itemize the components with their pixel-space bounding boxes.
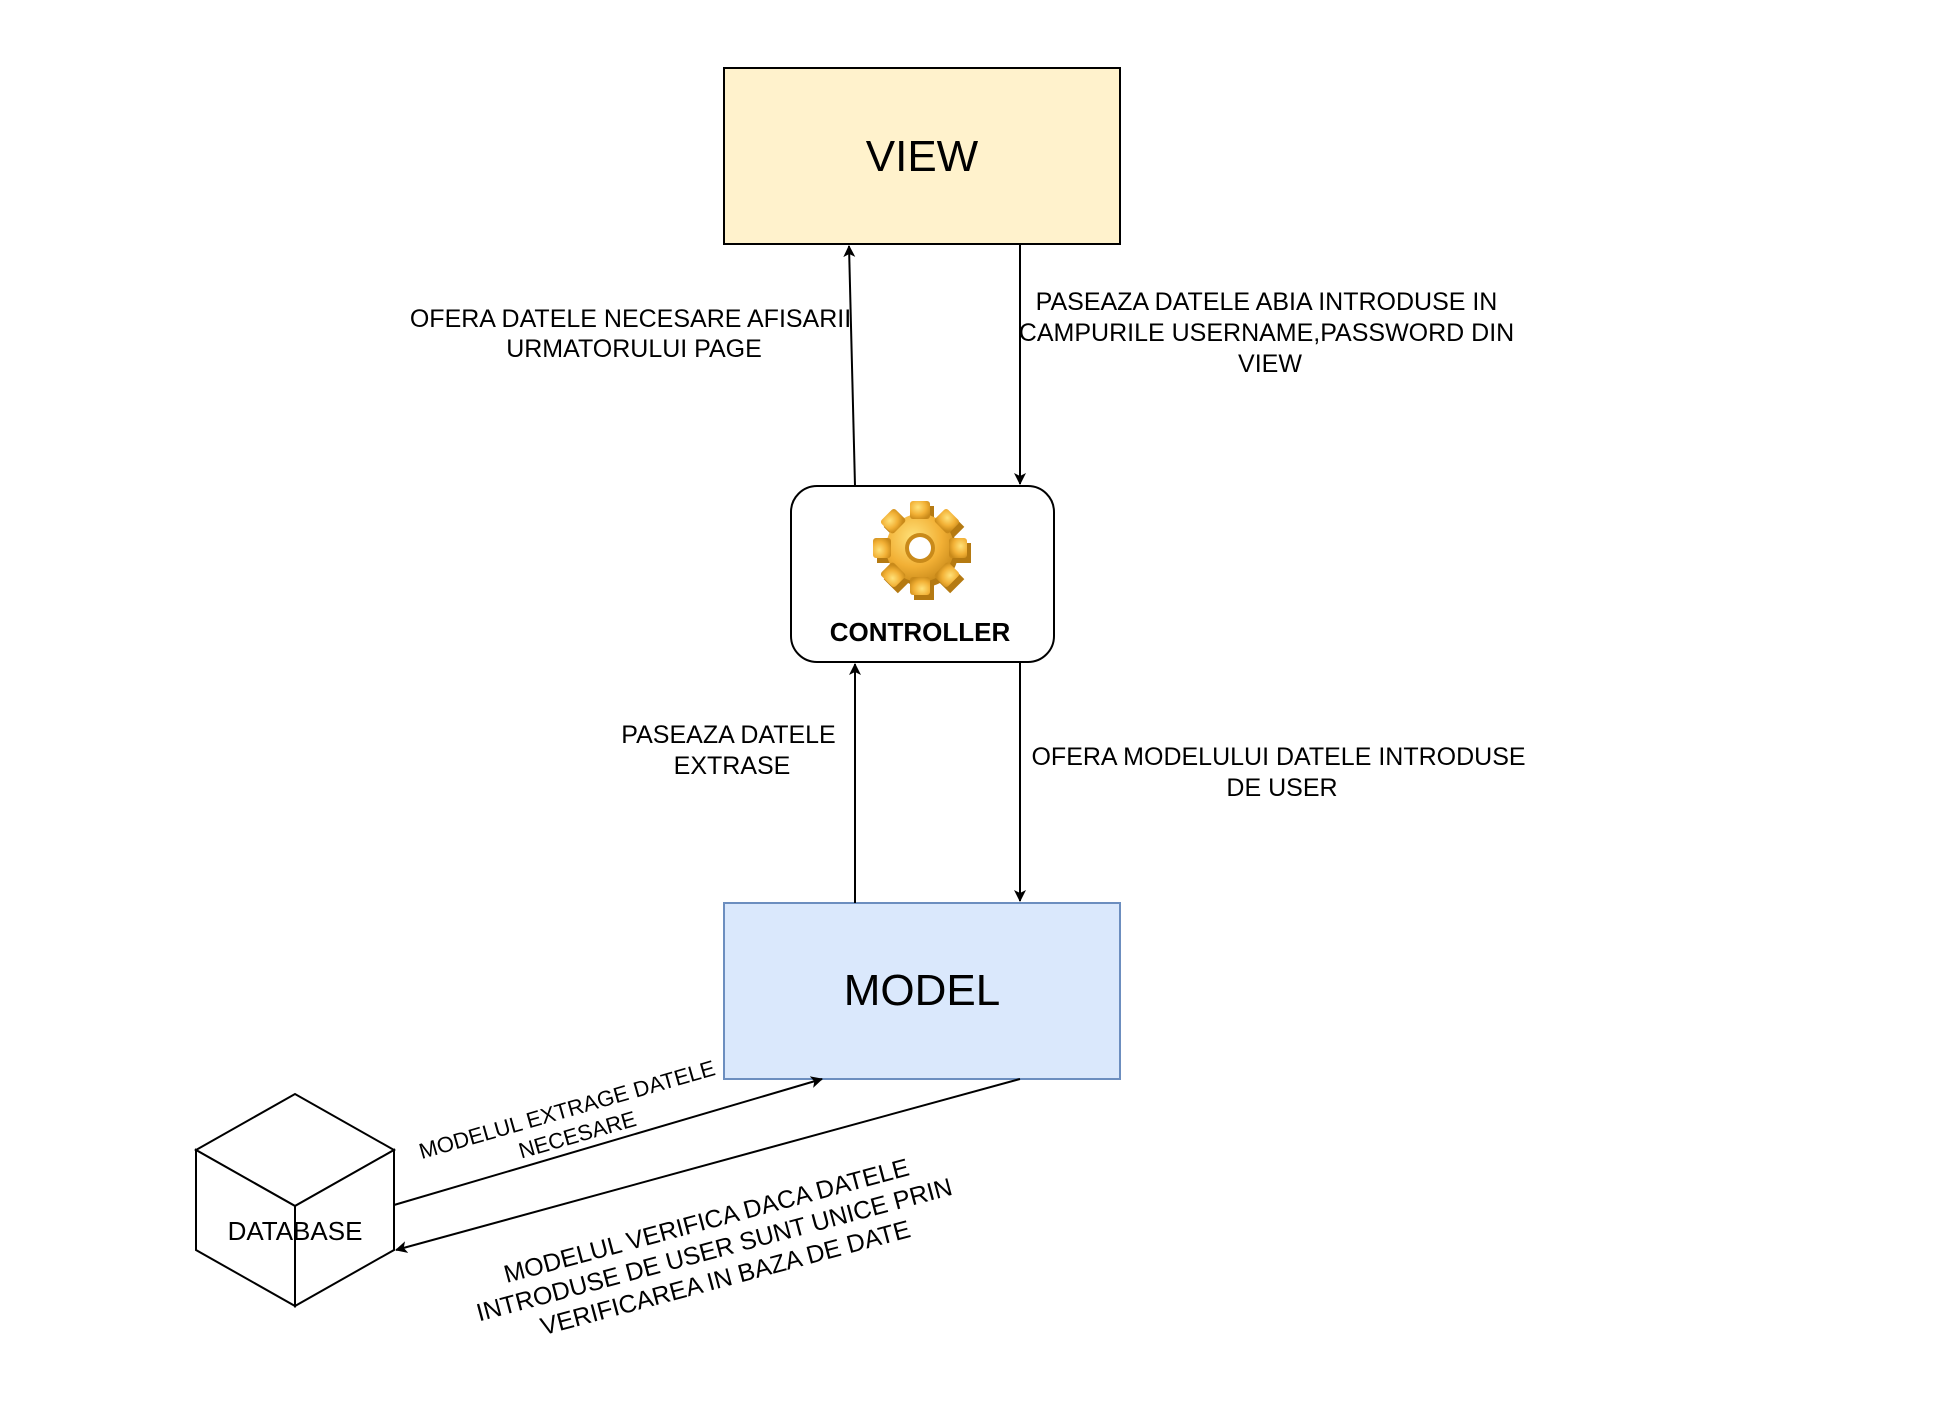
view-box [723,67,1121,245]
edge-label-database-to-model: MODELUL EXTRAGE DATELE NECESARE [416,1054,731,1190]
edge-label-model-to-database: MODELUL VERIFICA DACA DATELE INTRODUSE D… [466,1142,970,1356]
model-box [723,902,1121,1080]
database-label: DATABASE [228,1216,363,1246]
edge-label-controller-to-model: OFERA MODELULUI DATELE INTRODUSE DE USER [1031,743,1532,802]
edge-controller-to-model[interactable]: OFERA MODELULUI DATELE INTRODUSE DE USER [1014,662,1533,902]
database-node[interactable]: DATABASE [193,1092,397,1308]
edge-line [395,1078,1021,1253]
controller-label: CONTROLLER [830,617,1011,647]
edge-line [843,245,856,487]
gear-icon [873,501,971,600]
edge-label-model-to-controller: PASEAZA DATELE EXTRASE [621,721,842,780]
model-label: MODEL [844,966,1000,1015]
cube-icon [193,1092,397,1308]
edge-label-controller-to-view: OFERA DATELE NECESARE AFISARII URMATORUL… [410,305,858,363]
controller-node[interactable]: CONTROLLER [790,485,1055,663]
edge-view-to-controller[interactable]: PASEAZA DATELE ABIA INTRODUSE IN CAMPURI… [1014,244,1521,485]
edge-label-view-to-controller: PASEAZA DATELE ABIA INTRODUSE IN CAMPURI… [1019,288,1521,378]
edge-line [393,1076,823,1206]
view-node[interactable]: VIEW [723,67,1121,245]
view-label: VIEW [866,132,979,181]
edge-controller-to-view[interactable]: OFERA DATELE NECESARE AFISARII URMATORUL… [410,245,858,487]
edge-model-to-controller[interactable]: PASEAZA DATELE EXTRASE [621,663,861,903]
model-node[interactable]: MODEL [723,902,1121,1080]
